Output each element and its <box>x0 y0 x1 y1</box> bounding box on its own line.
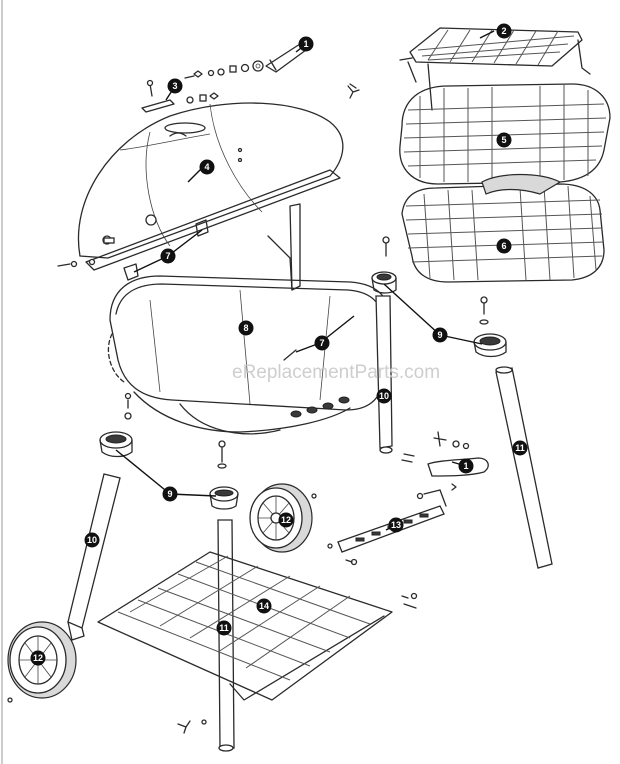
part-lid-handle <box>184 43 307 79</box>
part-lid-damper <box>141 79 360 113</box>
part-wheel-legs <box>67 295 393 641</box>
part-cooking-grate <box>399 83 611 185</box>
watermark: eReplacementParts.com <box>232 362 440 383</box>
part-side-handle <box>401 431 489 500</box>
part-axle-bracket <box>337 483 457 566</box>
part-warming-rack <box>399 27 591 111</box>
part-lid <box>57 102 344 271</box>
part-charcoal-grate <box>401 173 605 283</box>
part-bottom-shelf <box>97 551 418 734</box>
